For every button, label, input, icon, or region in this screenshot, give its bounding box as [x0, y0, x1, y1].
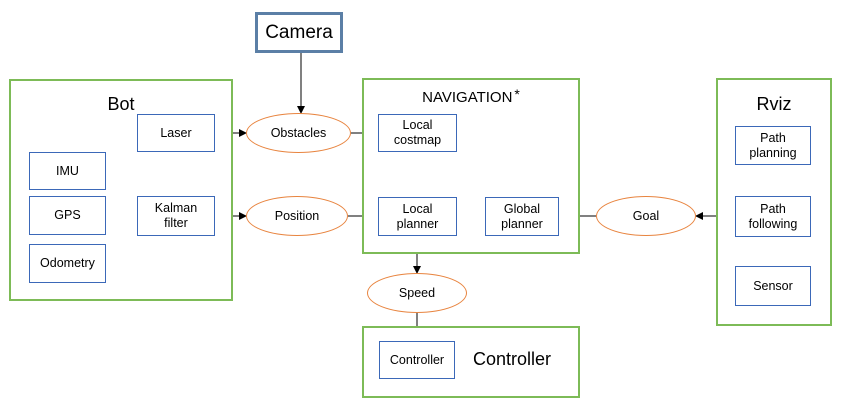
kalman-filter-node: Kalman filter — [137, 196, 215, 236]
controller-title: Controller — [473, 349, 552, 369]
sensor-node: Sensor — [735, 266, 811, 306]
position-signal: Position — [246, 196, 348, 236]
gps-node: GPS — [29, 196, 106, 235]
local-costmap-node: Local costmap — [378, 114, 457, 152]
imu-node: IMU — [29, 152, 106, 190]
controller-node: Controller — [379, 341, 455, 379]
navigation-title: NAVIGATION* — [364, 86, 578, 106]
local-planner-node: Local planner — [378, 197, 457, 236]
goal-signal: Goal — [596, 196, 696, 236]
path-following-node: Path following — [735, 196, 811, 237]
navigation-title-marker: * — [514, 86, 520, 102]
rviz-title: Rviz — [756, 94, 792, 114]
navigation-title-text: NAVIGATION — [422, 89, 513, 106]
speed-signal: Speed — [367, 273, 467, 313]
obstacles-signal: Obstacles — [246, 113, 351, 153]
bot-title: Bot — [107, 94, 135, 114]
laser-node: Laser — [137, 114, 215, 152]
global-planner-node: Global planner — [485, 197, 559, 236]
camera-node: Camera — [255, 12, 343, 53]
path-planning-node: Path planning — [735, 126, 811, 165]
odometry-node: Odometry — [29, 244, 106, 283]
